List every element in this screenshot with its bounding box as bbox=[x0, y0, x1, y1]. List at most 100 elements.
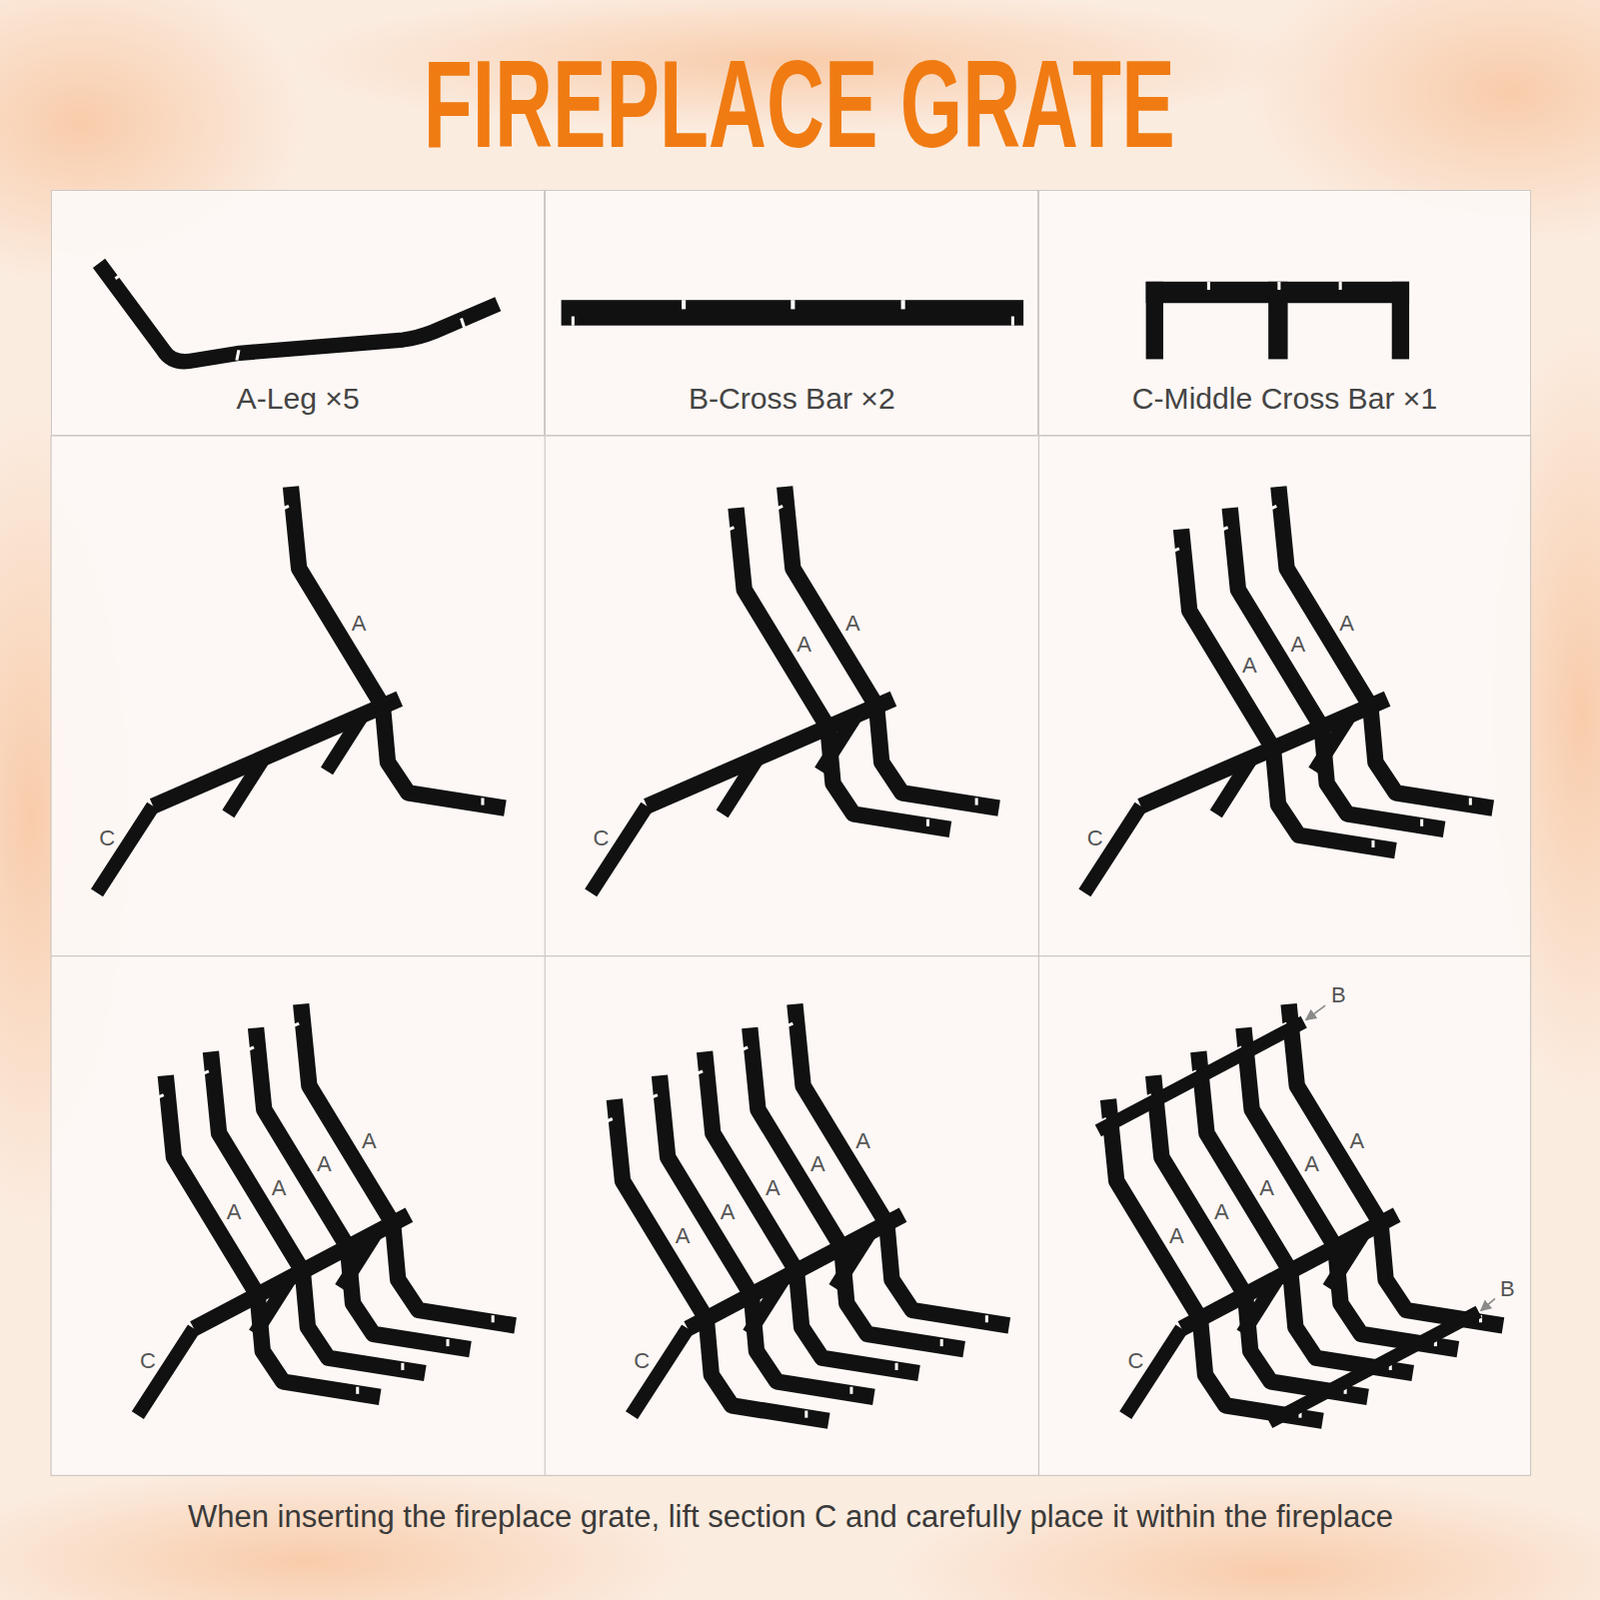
notch bbox=[740, 1047, 748, 1051]
bar-foot bbox=[1268, 281, 1288, 360]
part-letter: A bbox=[765, 1177, 781, 1200]
middle-bar-foot bbox=[96, 806, 153, 894]
assembly-step bbox=[1098, 1004, 1504, 1424]
notch bbox=[355, 1387, 359, 1395]
leader-line bbox=[1481, 1298, 1496, 1311]
cross-bar-part bbox=[561, 299, 1025, 326]
part-letter: A bbox=[796, 633, 812, 656]
part-cell: B-Cross Bar ×2 bbox=[544, 189, 1039, 436]
leg bbox=[1243, 1028, 1458, 1351]
middle-bar-foot bbox=[227, 757, 264, 814]
part-letter: C bbox=[139, 1350, 156, 1373]
notch bbox=[1011, 316, 1015, 326]
notch bbox=[1420, 819, 1424, 827]
cross-bar bbox=[1098, 1022, 1305, 1132]
caption: When inserting the fireplace grate, lift… bbox=[187, 1501, 1394, 1533]
middle-cross-bar-part bbox=[1146, 281, 1410, 360]
leg bbox=[794, 1004, 1009, 1327]
leg bbox=[1289, 1004, 1504, 1327]
part-letter: A bbox=[361, 1130, 377, 1153]
leg bbox=[659, 1075, 874, 1398]
grid-lines bbox=[50, 435, 1532, 1476]
leader-line bbox=[1306, 1005, 1326, 1020]
part-letter: A bbox=[1304, 1153, 1320, 1176]
part-letter: C bbox=[633, 1350, 650, 1373]
notch bbox=[605, 1118, 613, 1122]
bar-foot bbox=[1146, 281, 1164, 360]
leg bbox=[1108, 1099, 1323, 1422]
assembly-step bbox=[96, 486, 505, 893]
leg bbox=[736, 507, 951, 830]
notch bbox=[291, 1023, 299, 1027]
part-name: C-Middle Cross Bar ×1 bbox=[1039, 383, 1530, 414]
bar-foot bbox=[1392, 281, 1410, 360]
middle-bar-foot bbox=[631, 1328, 688, 1416]
leg bbox=[210, 1051, 425, 1374]
middle-bar-foot bbox=[1125, 1328, 1182, 1416]
leg bbox=[784, 486, 999, 809]
part-letter: A bbox=[810, 1153, 826, 1176]
part-letter: B bbox=[1500, 1278, 1516, 1301]
part-letter: A bbox=[351, 612, 367, 635]
notch bbox=[156, 1095, 164, 1099]
part-letter: B bbox=[1331, 984, 1347, 1007]
assembly-step bbox=[137, 1004, 516, 1416]
part-letter: C bbox=[592, 827, 609, 850]
notch bbox=[491, 1315, 495, 1323]
notch bbox=[785, 1023, 793, 1027]
assembly-step bbox=[590, 486, 999, 893]
middle-cross-bar bbox=[152, 698, 400, 806]
notch bbox=[281, 505, 289, 509]
notch bbox=[681, 299, 686, 309]
notch bbox=[461, 318, 465, 328]
leg bbox=[255, 1028, 470, 1351]
part-letter: A bbox=[316, 1153, 332, 1176]
leg bbox=[614, 1099, 829, 1422]
middle-cross-bar bbox=[646, 698, 894, 806]
notch bbox=[695, 1071, 703, 1075]
title: FIREPLACE GRATE bbox=[423, 40, 1176, 166]
leg bbox=[1198, 1051, 1413, 1374]
notch bbox=[571, 316, 575, 326]
notch bbox=[901, 299, 906, 309]
middle-bar-foot bbox=[137, 1328, 194, 1416]
notch bbox=[1172, 548, 1180, 552]
leg-shape bbox=[98, 262, 498, 361]
assembly-step bbox=[605, 1004, 1010, 1422]
notch bbox=[1371, 840, 1375, 848]
middle-bar-foot bbox=[1216, 757, 1253, 814]
notch bbox=[1221, 527, 1229, 531]
part-letter: A bbox=[1349, 1130, 1365, 1153]
part-letter: A bbox=[1339, 612, 1355, 635]
part-name: A-Leg ×5 bbox=[51, 383, 544, 414]
part-letter: C bbox=[1087, 827, 1104, 850]
part-letter: A bbox=[1291, 633, 1307, 656]
notch bbox=[804, 1411, 808, 1419]
part-letter: A bbox=[720, 1201, 736, 1224]
flame-glow bbox=[0, 1469, 694, 1600]
part-letter: A bbox=[1169, 1225, 1185, 1248]
notch bbox=[940, 1339, 944, 1347]
notch bbox=[985, 1315, 989, 1323]
notch bbox=[201, 1071, 209, 1075]
notch bbox=[926, 819, 930, 827]
notch bbox=[480, 797, 484, 805]
middle-bar-foot bbox=[326, 714, 363, 771]
bar-shape bbox=[561, 299, 1025, 326]
part-letter: A bbox=[226, 1201, 242, 1224]
notch bbox=[895, 1363, 899, 1371]
notch bbox=[775, 505, 783, 509]
leg bbox=[1153, 1075, 1368, 1398]
notch bbox=[246, 1047, 254, 1051]
middle-bar-foot bbox=[1084, 806, 1141, 894]
notch bbox=[650, 1095, 658, 1099]
part-letter: C bbox=[1127, 1350, 1144, 1373]
middle-cross-bar bbox=[1141, 698, 1389, 806]
grid-line bbox=[50, 955, 1532, 957]
part-letter: C bbox=[98, 827, 115, 850]
part-letter: A bbox=[1214, 1201, 1230, 1224]
notch bbox=[445, 1339, 449, 1347]
